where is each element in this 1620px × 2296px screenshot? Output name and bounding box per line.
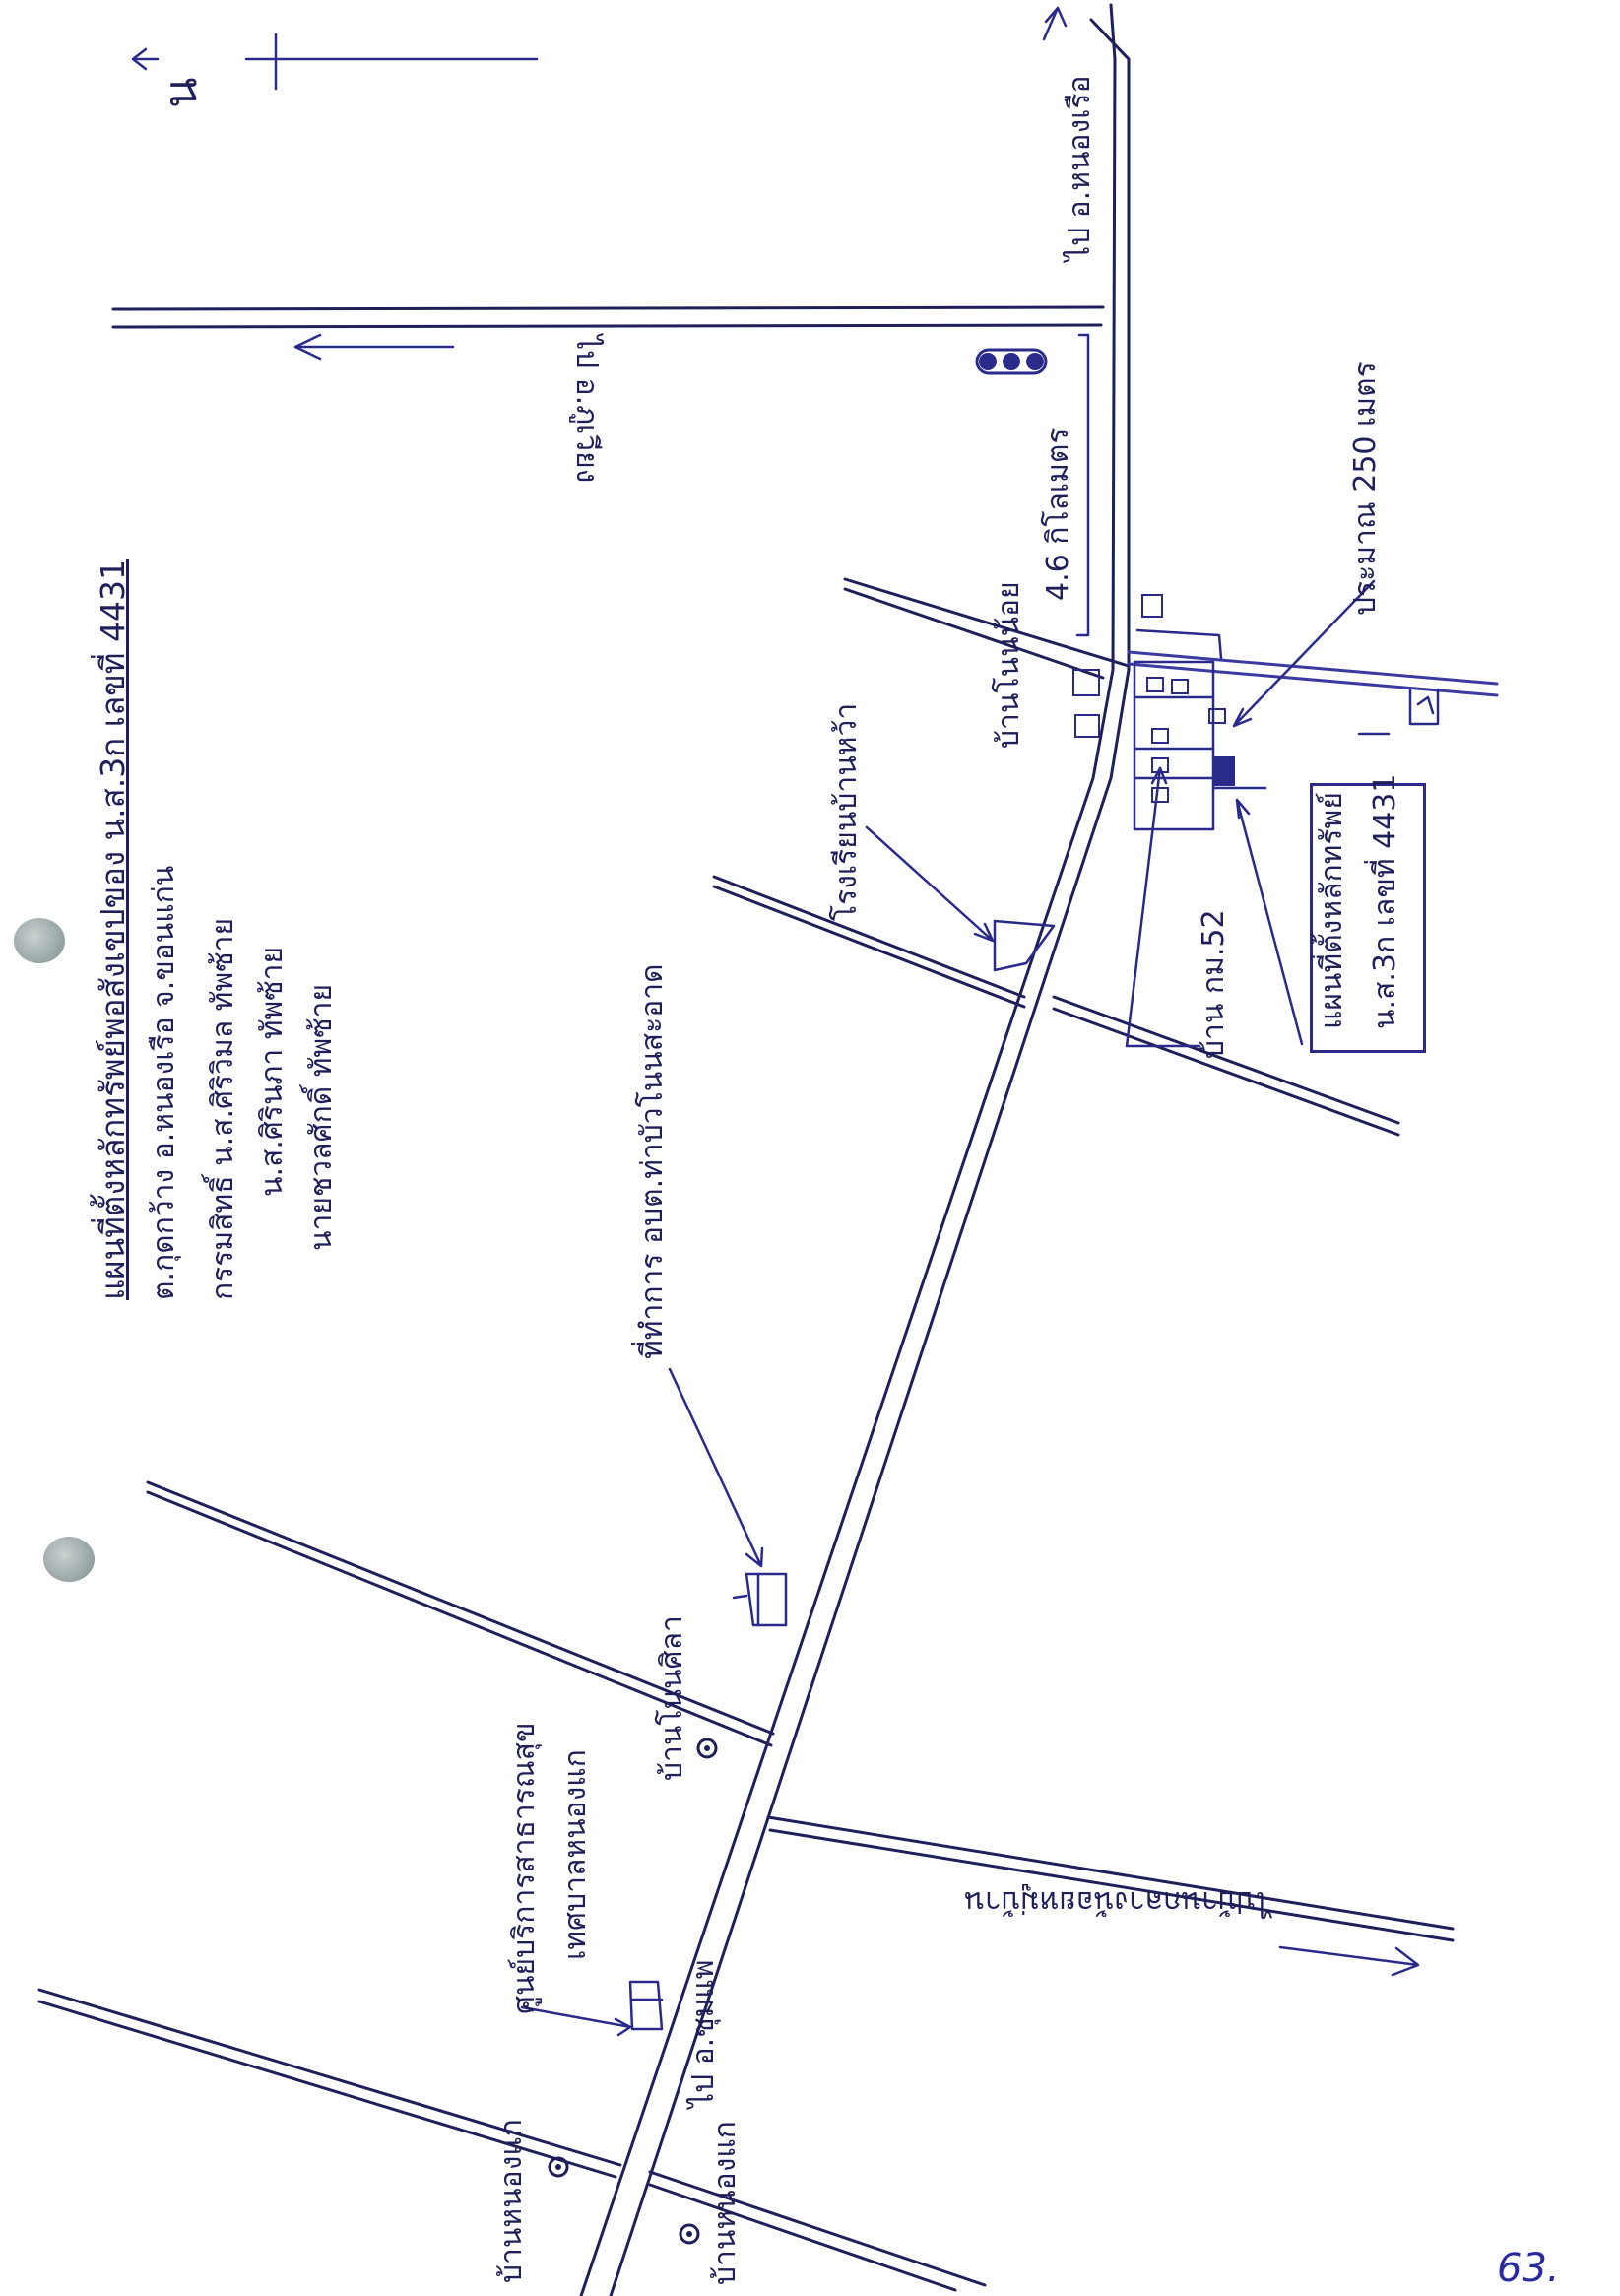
label-health-center-2: เทศบาลหนองแก [558,1749,593,1960]
road-ban-non-sila [146,1480,775,1747]
label-ban-non-noi: บ้านโนนน้อย [992,581,1026,749]
road-lower-east [766,1815,1455,1942]
property-box [1310,783,1426,1053]
property-marker-icon [1211,756,1267,790]
distance-250m-leader [1232,579,1376,728]
north-symbol: น [154,77,207,108]
health-center-icon [520,1980,664,2037]
owner-line-1: กรรมสิทธิ์ น.ส.ศิริวิมล ทัพซ้าย [206,917,240,1300]
label-school: โรงเรียนบ้านหว้า [829,702,864,921]
road-ban-non-noi [843,577,1131,680]
tambon-office-icon [668,1367,788,1627]
road-to-phu-wiang [111,305,1105,329]
road-main-diagonal [579,668,1131,2296]
punch-hole-icon [43,1537,95,1582]
distance-bracket-4-6km [1075,333,1090,637]
map-title: แผนที่ตั้งหลักทรัพย์พอสังเขปของ น.ส.3ก เ… [94,558,132,1300]
north-arrow-icon [131,33,539,91]
label-ban-non-sila: บ้านโนนศิลา [655,1615,689,1781]
owner-line-3: นายชวลศักดิ์ ทัพซ้าย [304,983,339,1251]
school-building-icon [865,825,1056,972]
location-line: ต.กุดกว้าง อ.หนองเรือ จ.ขอนแก่น [147,865,181,1300]
punch-hole-icon [14,918,65,963]
label-ban-nong-kae-2: บ้านหนองแก [708,2121,743,2285]
village-dot-icon [548,1738,718,2245]
label-km52: บ้าน กม.52 [1197,909,1231,1059]
road-ban-nong-kae [37,1988,987,2292]
label-to-inscription: ไปบ้านกลางน้อยหมู่บ้าน [964,1884,1270,1919]
nearby-structure [1357,688,1440,736]
road-school [712,875,1400,1137]
arrow-to-nong-ruea-icon [1042,6,1068,41]
label-distance-250m: ประมาณ 250 เมตร [1348,361,1383,616]
arrow-to-inscription-icon [1278,1945,1420,1977]
property-area [1072,594,1226,831]
traffic-light-icon [975,348,1048,375]
road-property-east [1127,650,1499,697]
property-box-line-2: น.ส.3ก เลขที่ 4431 [1368,773,1402,1029]
label-to-nong-ruea: ไป อ.หนองเรือ [1063,75,1097,261]
label-to-chum-phae: ไป อ.ชุมแพ [686,1959,721,2108]
label-tambon-office: ที่ทำการ อบต.ท่าบัวโนนสะอาด [635,963,670,1359]
km52-bracket [1125,766,1201,1048]
label-distance-4-6km: 4.6 กิโลเมตร [1041,427,1075,601]
road-main-north [1089,3,1131,672]
property-box-leader [1235,798,1304,1046]
page-number: 63. [1497,2246,1560,2291]
owner-line-2: น.ส.ศิรินภา ทัพซ้าย [255,946,290,1197]
label-ban-nong-kae: บ้านหนองแก [494,2119,529,2283]
label-to-phu-wiang: ไป อ.ภูเวียง [569,335,604,484]
property-box-line-1: แผนที่ตั้งหลักทรัพย์ [1315,792,1349,1029]
label-health-center-1: ศูนย์บริการสาธารณสุข [507,1722,542,2014]
arrow-to-phu-wiang-icon [293,333,455,361]
